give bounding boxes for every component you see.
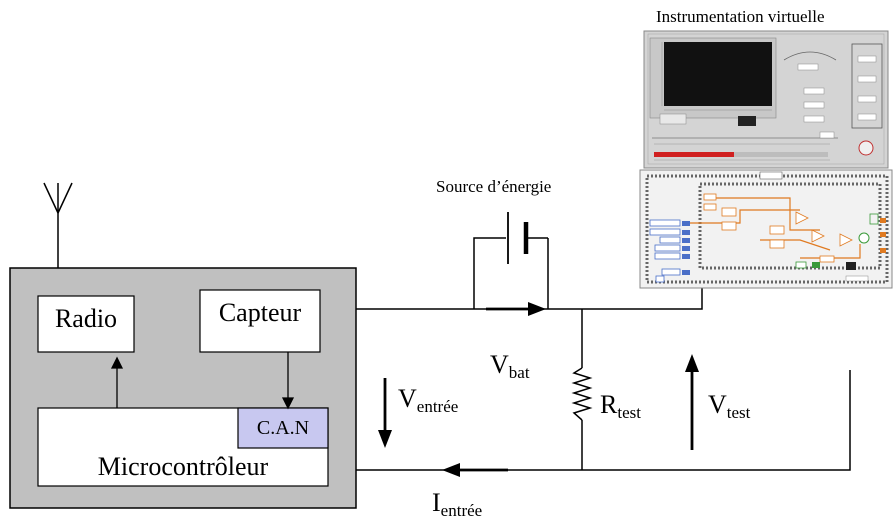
ventree-label: Ventrée — [398, 384, 459, 416]
ientree-label: Ientrée — [432, 488, 483, 520]
arrow-to-can-icon — [281, 397, 295, 410]
arrow-to-radio-icon — [110, 356, 124, 369]
can-box — [237, 407, 329, 449]
can-label: C.A.N — [256, 416, 310, 439]
block-diagram — [639, 169, 893, 289]
battery-icon — [507, 212, 529, 264]
actual-velocity-bar — [654, 152, 734, 157]
instrumentation-title: Instrumentation virtuelle — [656, 7, 825, 26]
vbat-arrow-icon — [528, 302, 546, 316]
radio-label: Radio — [54, 304, 118, 333]
source-label: Source d’énergie — [436, 177, 552, 196]
stop-button-icon — [858, 140, 874, 156]
waveform-chart-screen — [664, 42, 772, 106]
capteur-label: Capteur — [218, 298, 302, 327]
front-panel — [643, 30, 889, 169]
radio-box — [37, 295, 135, 353]
circuit-wires — [356, 237, 851, 471]
micro-label: Microcontrôleur — [97, 452, 269, 481]
vbat-label: Vbat — [490, 350, 530, 382]
vtest-label: Vtest — [708, 390, 751, 422]
vtest-arrow-icon — [685, 354, 699, 372]
resistor-icon — [571, 367, 593, 421]
rtest-label: Rtest — [600, 390, 641, 422]
ientree-arrow-icon — [442, 463, 460, 477]
capteur-box — [199, 289, 321, 353]
ventree-arrow-icon — [378, 430, 392, 448]
